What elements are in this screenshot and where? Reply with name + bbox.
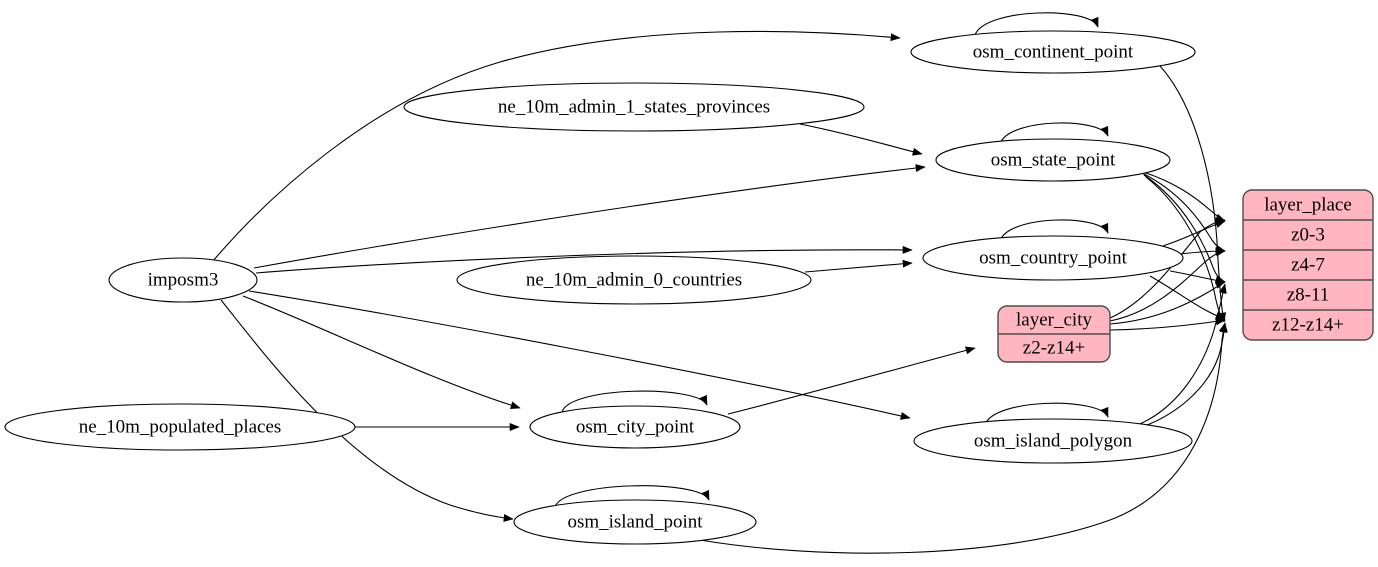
table-header-layer_city: layer_city bbox=[1016, 309, 1092, 330]
table-row-layer_city-0[interactable]: z2-z14+ bbox=[1023, 337, 1085, 358]
node-label-osm_island_polygon: osm_island_polygon bbox=[974, 430, 1133, 451]
table-layer_city[interactable]: layer_city z2-z14+ bbox=[997, 305, 1111, 363]
node-shape-osm_continent_point bbox=[910, 30, 1196, 74]
edge-imposm3-to-osm_city_point bbox=[242, 295, 521, 410]
edge-imposm3-to-osm_island_polygon bbox=[248, 290, 911, 420]
table-row-layer_place-0[interactable]: z0-3 bbox=[1291, 224, 1325, 245]
edge-layer_city-to-place-z4-7 bbox=[1109, 248, 1226, 322]
edge-osm_country_point-to-place-z12 bbox=[1149, 275, 1226, 320]
node-osm_continent_point[interactable]: osm_continent_point bbox=[910, 30, 1196, 74]
node-layer: imposm3 ne_10m_populated_places ne_10m_adm… bbox=[4, 30, 1196, 545]
node-shape-osm_state_point bbox=[935, 138, 1171, 182]
node-shape-ne_10m_admin_0_countries bbox=[456, 255, 812, 305]
edge-osm_country_point-to-place-z0-3 bbox=[1162, 220, 1226, 247]
node-imposm3[interactable]: imposm3 bbox=[108, 257, 258, 303]
node-label-ne_10m_populated_places: ne_10m_populated_places bbox=[79, 416, 282, 437]
node-label-ne_10m_admin_1_states_provinces: ne_10m_admin_1_states_provinces bbox=[498, 96, 770, 117]
node-osm_island_polygon[interactable]: osm_island_polygon bbox=[913, 418, 1193, 464]
edge-osm_island_polygon-to-place-z12 bbox=[1135, 322, 1228, 430]
table-layer_place[interactable]: layer_place z0-3 z4-7 z8-11 z12-z14+ bbox=[1242, 189, 1374, 341]
table-header-layer_place: layer_place bbox=[1264, 194, 1352, 215]
node-osm_country_point[interactable]: osm_country_point bbox=[922, 235, 1184, 281]
node-shape-imposm3 bbox=[108, 257, 258, 303]
node-shape-osm_city_point bbox=[529, 405, 741, 449]
selfloop-osm_island_point bbox=[554, 485, 710, 508]
node-osm_state_point[interactable]: osm_state_point bbox=[935, 138, 1171, 182]
edge-layer_city-to-place-z8-11 bbox=[1109, 281, 1226, 325]
edge-imposm3-to-osm_continent_point bbox=[212, 30, 901, 262]
edge-ne_states-to-osm_state_point bbox=[799, 123, 923, 156]
node-shape-ne_10m_admin_1_states_provinces bbox=[403, 82, 865, 132]
node-shape-osm_island_polygon bbox=[913, 418, 1193, 464]
selfloop-osm_country_point bbox=[999, 219, 1109, 242]
table-row-layer_place-2[interactable]: z8-11 bbox=[1287, 284, 1330, 305]
edge-layer_city-to-place-z0-3 bbox=[1109, 217, 1226, 319]
node-osm_island_point[interactable]: osm_island_point bbox=[513, 499, 757, 545]
node-ne_10m_populated_places[interactable]: ne_10m_populated_places bbox=[4, 403, 356, 451]
table-layer: layer_city z2-z14+ layer_place z0-3 z4-7 z8-1… bbox=[997, 189, 1374, 363]
table-body-layer_place bbox=[1242, 189, 1374, 341]
node-label-ne_10m_admin_0_countries: ne_10m_admin_0_countries bbox=[526, 269, 742, 290]
node-osm_city_point[interactable]: osm_city_point bbox=[529, 405, 741, 449]
edge-imposm3-to-osm_state_point bbox=[253, 164, 926, 269]
edge-osm_continent_point-to-place-z12 bbox=[1159, 65, 1227, 323]
edge-osm_country_point-to-place-z8-11 bbox=[1169, 270, 1226, 285]
node-shape-osm_country_point bbox=[922, 235, 1184, 281]
node-label-imposm3: imposm3 bbox=[148, 269, 219, 290]
node-label-osm_island_point: osm_island_point bbox=[567, 511, 703, 532]
edge-layer bbox=[212, 12, 1228, 554]
node-label-osm_state_point: osm_state_point bbox=[991, 149, 1116, 170]
edge-osm_island_polygon-to-place-z8-11 bbox=[1131, 283, 1227, 428]
node-shape-osm_island_point bbox=[513, 499, 757, 545]
selfloop-osm_continent_point bbox=[974, 12, 1099, 36]
node-label-osm_continent_point: osm_continent_point bbox=[973, 41, 1134, 62]
edge-imposm3-to-osm_island_point bbox=[220, 299, 514, 522]
node-label-osm_city_point: osm_city_point bbox=[576, 416, 695, 437]
node-ne_10m_admin_0_countries[interactable]: ne_10m_admin_0_countries bbox=[456, 255, 812, 305]
table-row-layer_place-3[interactable]: z12-z14+ bbox=[1272, 314, 1344, 335]
selfloop-osm_island_polygon bbox=[984, 402, 1109, 426]
edge-ne_countries-to-osm_country_point bbox=[804, 259, 913, 273]
node-label-osm_country_point: osm_country_point bbox=[979, 247, 1127, 268]
node-ne_10m_admin_1_states_provinces[interactable]: ne_10m_admin_1_states_provinces bbox=[403, 82, 865, 132]
selfloop-osm_state_point bbox=[999, 122, 1109, 145]
edge-osm_city_point-to-layer_city bbox=[727, 346, 976, 415]
node-shape-ne_10m_populated_places bbox=[4, 403, 356, 451]
edge-imposm3-to-osm_country_point bbox=[255, 245, 913, 274]
table-row-layer_place-1[interactable]: z4-7 bbox=[1291, 254, 1325, 275]
edge-osm_island_point-to-place-z12 bbox=[699, 322, 1227, 554]
selfloop-osm_city_point bbox=[561, 390, 708, 413]
